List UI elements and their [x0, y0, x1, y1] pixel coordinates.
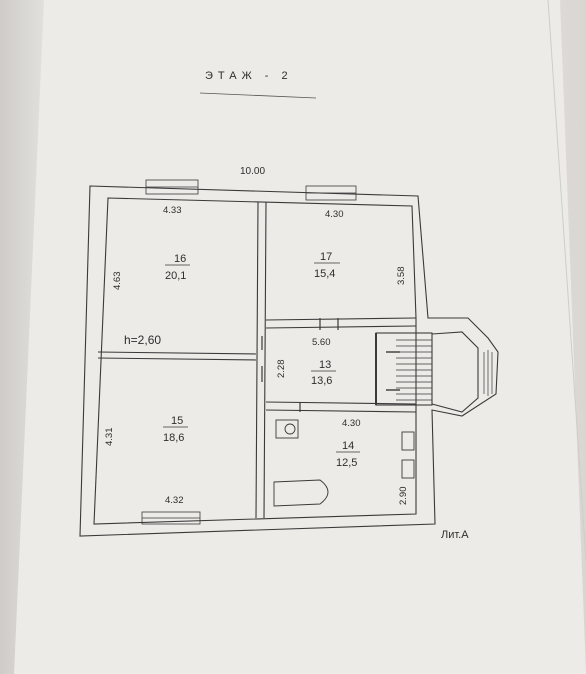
- room17-number: 17: [320, 251, 332, 263]
- room16-number: 16: [174, 253, 186, 265]
- paper-sheet: [14, 0, 586, 674]
- stair-treads: [396, 339, 432, 401]
- room16-area: 20,1: [165, 270, 186, 282]
- dim-hall-depth: 2.28: [276, 360, 287, 379]
- dim-room16-depth: 4.63: [112, 272, 123, 291]
- partition-vertical-right: [263, 201, 267, 519]
- dim-room16-width: 4.33: [163, 205, 182, 216]
- door-markers: [261, 318, 339, 412]
- washbasin-icon: [275, 419, 299, 439]
- drain-icon: [284, 423, 296, 435]
- dim-room15-width: 4.32: [165, 495, 184, 506]
- dim-hall-width: 5.60: [312, 337, 331, 348]
- bathroom-fixtures: [273, 419, 415, 507]
- dim-room15-depth: 4.31: [104, 428, 115, 447]
- bay-window: [483, 350, 493, 396]
- ceiling-height-note: h=2,60: [124, 333, 161, 347]
- partition-16-15-top: [97, 351, 257, 355]
- inner-wall-outline: [93, 197, 417, 525]
- outer-wall-outline: [79, 185, 499, 537]
- room15-area: 18,6: [163, 432, 184, 444]
- room15-number: 15: [171, 415, 183, 427]
- room14-number: 14: [342, 440, 354, 452]
- room13-number: 13: [319, 359, 331, 371]
- floor-plan: [79, 185, 499, 537]
- dim-room17-depth: 3.58: [396, 267, 407, 286]
- partition-17-13-bottom: [265, 325, 417, 329]
- partition-13-14-bottom: [265, 409, 417, 413]
- toilet-icon: [401, 431, 415, 451]
- partition-vertical-left: [255, 201, 259, 519]
- windows: [141, 179, 357, 525]
- boiler-icon: [401, 459, 415, 479]
- dim-room14-width: 4.30: [342, 418, 361, 429]
- partition-16-15-bottom: [97, 357, 257, 361]
- plan-title: ЭТАЖ - 2: [205, 70, 293, 82]
- room13-area: 13,6: [311, 375, 332, 387]
- room14-area: 12,5: [336, 457, 357, 469]
- paper-edge-shadow: [547, 0, 586, 561]
- room17-area: 15,4: [314, 268, 335, 280]
- partition-13-14-top: [265, 401, 417, 405]
- partition-17-13-top: [265, 317, 417, 321]
- title-underline: [199, 92, 317, 99]
- dim-room14-depth: 2.90: [398, 487, 409, 506]
- dim-total-width: 10.00: [240, 166, 265, 177]
- bathtub-icon: [273, 479, 329, 507]
- dim-room17-width: 4.30: [325, 209, 344, 220]
- litera-label: Лит.А: [441, 529, 469, 541]
- entrance-bay: [431, 331, 479, 413]
